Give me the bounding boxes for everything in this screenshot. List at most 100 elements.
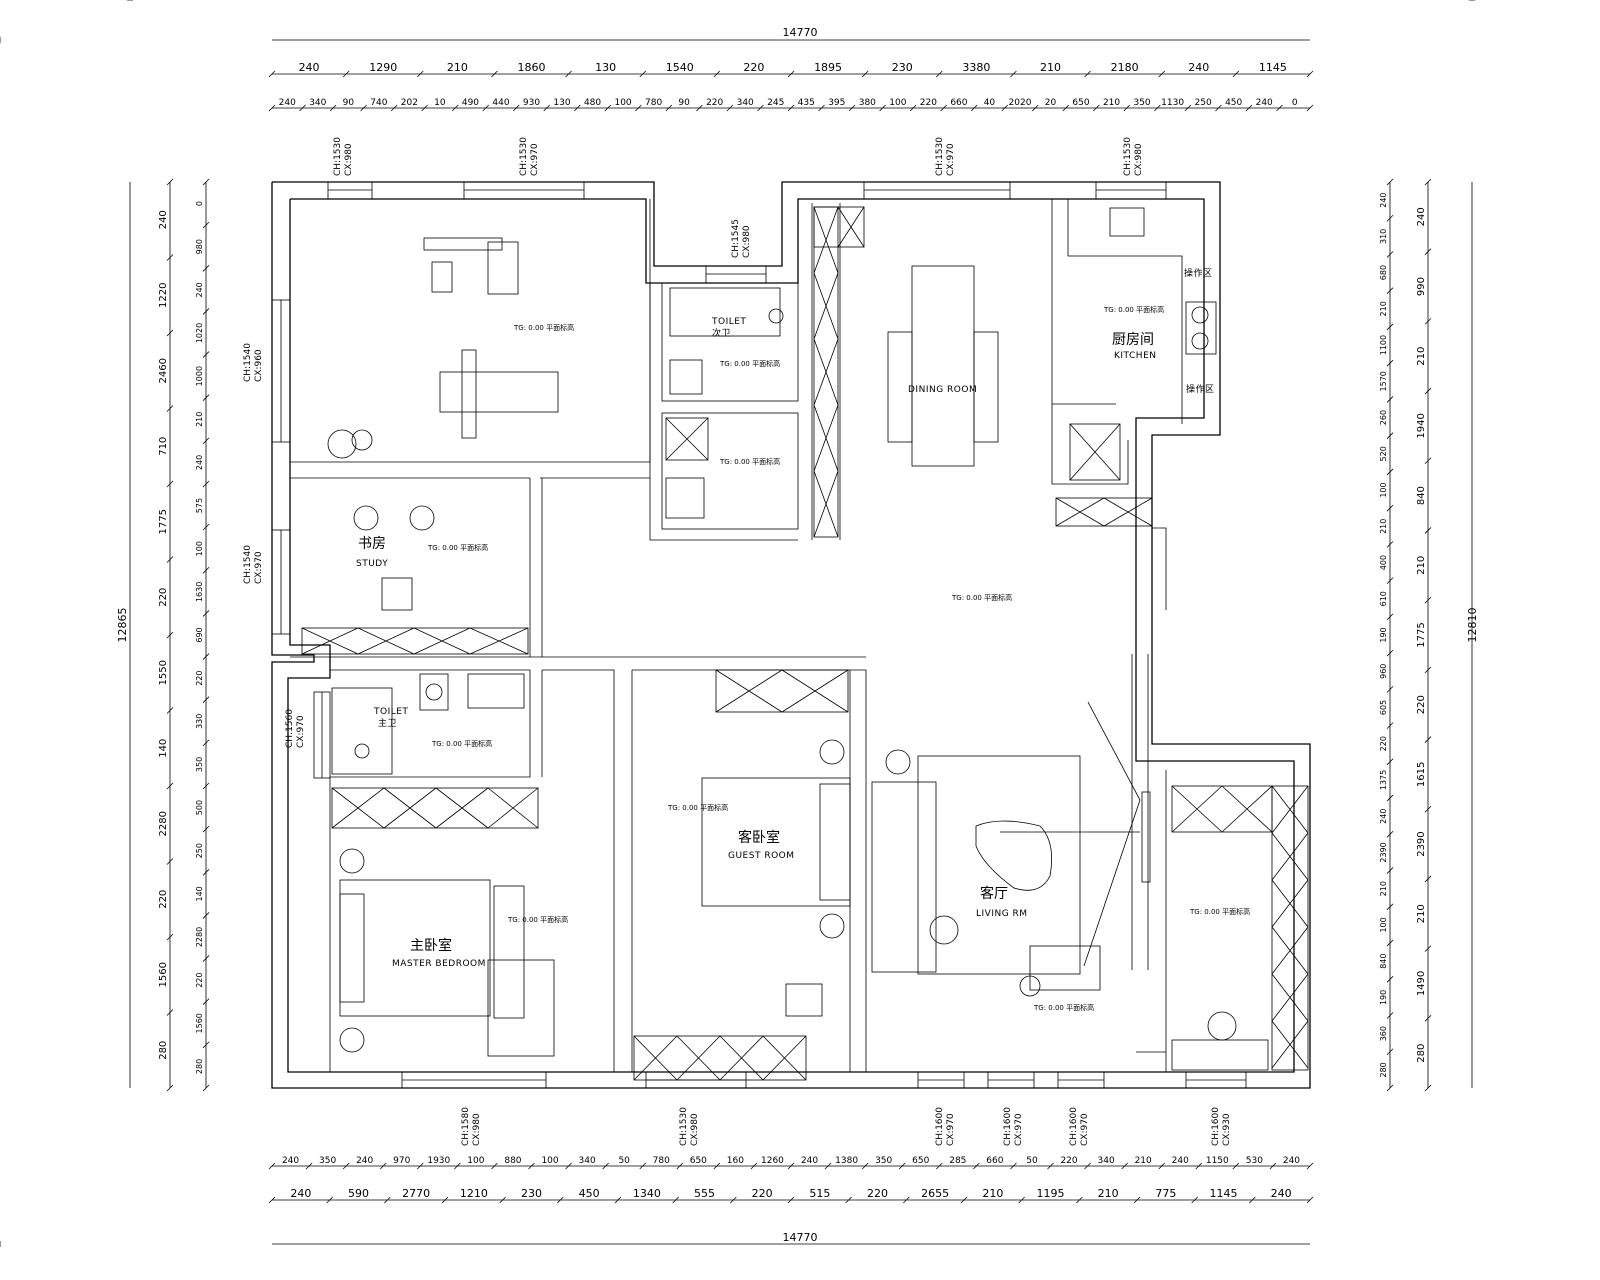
- dim-top-row2-tick: [1031, 104, 1039, 112]
- dim-bottom-row1-tick: [417, 1162, 424, 1170]
- room-kitchen-cn: 厨房间: [1112, 332, 1154, 348]
- dim-right-inner-tick: [1386, 504, 1394, 512]
- dim-left-outer-tick: [166, 631, 174, 639]
- dim-right-outer-label: 240: [1416, 207, 1427, 226]
- room-guest-en: GUEST ROOM: [728, 851, 795, 861]
- dim-left-inner-label: 1020: [195, 323, 204, 343]
- windows: [271, 181, 1247, 1089]
- floor-note-kitchen: TG: 0.00 平面标高: [1103, 305, 1164, 314]
- dim-right-inner-label: 400: [1379, 555, 1388, 570]
- dim-left-outer-tick: [166, 178, 174, 186]
- dim-bottom-row2-label: 210: [982, 1187, 1003, 1200]
- dim-bottom-row2-label: 1195: [1037, 1187, 1065, 1200]
- dim-right-outer-tick: [1424, 178, 1432, 186]
- room-kitchen-en: KITCHEN: [1114, 351, 1157, 361]
- dim-right-inner-tick: [1386, 975, 1394, 983]
- dim-right-outer-tick: [1424, 875, 1432, 883]
- dim-top-row2-tick: [757, 104, 764, 112]
- dim-bottom-row2-label: 555: [694, 1187, 715, 1200]
- dim-bottom-row1-label: 240: [356, 1156, 373, 1166]
- dim-bottom-row1-label: 970: [393, 1156, 410, 1166]
- dim-bottom-row2-label: 210: [1098, 1187, 1119, 1200]
- dim-top-row2-tick: [635, 104, 642, 112]
- dim-top-row1-label: 1895: [814, 61, 842, 74]
- dim-bottom-row1-tick: [1195, 1162, 1203, 1170]
- dim-right-outer-label: 1490: [1416, 971, 1427, 996]
- dim-left-inner-label: 350: [195, 757, 204, 772]
- dim-bottom-row1-label: 240: [282, 1156, 299, 1166]
- dim-total-right: 12810: [1466, 608, 1479, 643]
- dim-bottom-row2-tick: [1018, 1196, 1025, 1204]
- dim-left-outer-label: 2280: [158, 811, 169, 836]
- dim-bottom-row1-label: 100: [467, 1156, 484, 1166]
- dim-right-inner-label: 610: [1379, 591, 1388, 606]
- dim-bottom-row1-tick: [676, 1162, 684, 1170]
- window-note-top-3b: CX:970: [946, 143, 956, 176]
- dim-left-inner-tick: [202, 178, 210, 186]
- dim-top-row2-label: 380: [859, 98, 876, 108]
- dim-right-outer-label: 1940: [1416, 413, 1427, 438]
- dim-top-row1-tick: [1010, 70, 1017, 78]
- dim-top-row1-tick: [1306, 70, 1314, 78]
- dim-bottom-row1-label: 100: [541, 1156, 558, 1166]
- dim-top-row2-label: 650: [1072, 98, 1089, 108]
- dim-bottom-row1-label: 1260: [761, 1156, 784, 1166]
- dim-right-inner-label: 190: [1379, 990, 1388, 1005]
- dim-right-inner-label: 520: [1379, 446, 1388, 461]
- dim-right-outer-tick: [1424, 318, 1432, 325]
- dim-right-inner-label: 840: [1379, 954, 1388, 969]
- dim-top-row2-label: 220: [920, 98, 937, 108]
- dim-left-inner-label: 500: [195, 800, 204, 815]
- window-note-bottom-2b: CX:980: [690, 1113, 700, 1146]
- dim-bottom-row1-tick: [1232, 1162, 1240, 1170]
- dim-left-inner-tick: [202, 265, 210, 272]
- dim-left-inner-tick: [202, 567, 210, 574]
- dim-right-inner-tick: [1386, 939, 1394, 947]
- dim-top-row2-tick: [299, 104, 306, 112]
- floor-note-guest: TG: 0.00 平面标高: [667, 803, 728, 812]
- dim-top-row1-label: 3380: [962, 61, 990, 74]
- window-note-left-3b: CX:970: [296, 715, 306, 748]
- dim-left-inner-tick: [202, 739, 210, 747]
- dim-bottom-row2-tick: [441, 1196, 449, 1204]
- wardrobes: [301, 206, 1309, 1081]
- dim-top-row1-tick: [861, 70, 869, 78]
- window-note-top-1b: CX:980: [344, 143, 354, 176]
- dim-right-inner-tick: [1386, 287, 1394, 295]
- interior-walls: [290, 199, 1183, 1072]
- floor-note-laundry: TG: 0.00 平面标高: [719, 457, 780, 466]
- dim-right-inner-tick: [1386, 577, 1394, 584]
- dim-left-inner-tick: [202, 437, 210, 445]
- dim-right-inner-label: 960: [1379, 664, 1388, 679]
- window-notes: CH:1530 CX:980 CH:1530 CX:970 CH:1545 CX…: [243, 137, 1232, 1146]
- dim-bottom-row1-label: 50: [1026, 1156, 1038, 1166]
- dim-left-inner-tick: [202, 869, 210, 876]
- dim-right-inner-tick: [1386, 686, 1394, 693]
- dim-total-bottom: 14770: [783, 1231, 818, 1244]
- dim-top-row1-label: 1540: [666, 61, 694, 74]
- dim-bottom-row1-label: 220: [1060, 1156, 1077, 1166]
- dim-top-row1-label: 2180: [1111, 61, 1139, 74]
- window-note-left-2b: CX:970: [254, 551, 264, 584]
- dim-bottom-row1-tick: [1084, 1162, 1091, 1170]
- dim-left-inner-tick: [202, 998, 210, 1005]
- dim-bottom-row2-label: 240: [290, 1187, 311, 1200]
- dim-top-row2-label: 220: [706, 98, 723, 108]
- dim-left-inner-tick: [202, 610, 210, 617]
- dim-bottom-row2-tick: [672, 1196, 679, 1204]
- dim-bottom-row1-label: 340: [1098, 1156, 1115, 1166]
- room-toilet1-en: TOILET: [711, 317, 746, 327]
- dim-top-row1-tick: [565, 70, 572, 78]
- room-dining-en: DINING ROOM: [908, 385, 977, 395]
- dim-bottom-row1-label: 660: [986, 1156, 1003, 1166]
- dim-bottom-row1-label: 1150: [1206, 1156, 1229, 1166]
- dim-right-inner-tick: [1386, 214, 1394, 222]
- window-note-left-2a: CH:1540: [243, 545, 253, 584]
- dim-top-row1-label: 220: [743, 61, 764, 74]
- dim-bottom-row1-label: 240: [801, 1156, 818, 1166]
- dim-right-inner-tick: [1386, 649, 1394, 657]
- dim-bottom-row1-tick: [898, 1162, 906, 1170]
- dim-left-outer-tick: [166, 556, 174, 563]
- dim-top-row2-tick: [512, 104, 520, 112]
